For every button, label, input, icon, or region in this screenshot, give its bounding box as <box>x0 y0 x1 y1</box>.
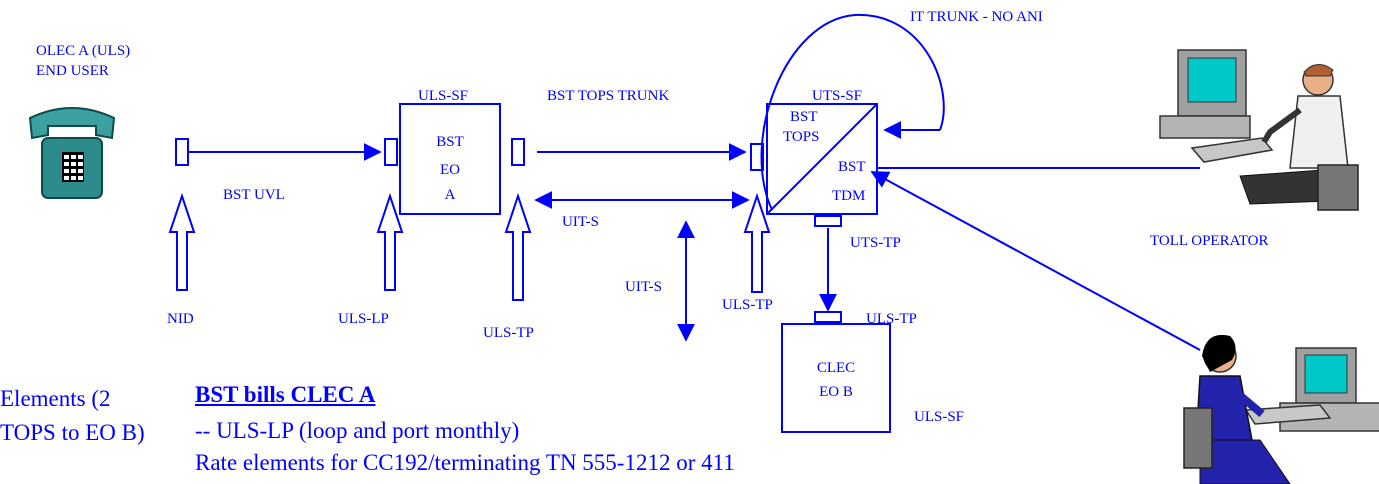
uls-lp-label: ULS-LP <box>338 310 389 328</box>
uls-tp-box-right <box>815 312 841 322</box>
bst-eo-a-label-2: EO <box>420 159 480 181</box>
elements-note-line2: TOPS to EO B) <box>0 420 145 446</box>
clec-label-2: EO B <box>796 381 876 403</box>
tdm-label-2: TDM <box>832 187 865 205</box>
nid-label: NID <box>167 310 194 328</box>
it-trunk-label: IT TRUNK - NO ANI <box>910 8 1043 26</box>
male-operator-icon <box>1160 50 1358 210</box>
bst-tops-trunk-label: BST TOPS TRUNK <box>547 87 669 105</box>
clec-label-1: CLEC <box>796 357 876 379</box>
telephone-icon <box>30 108 114 198</box>
bst-eo-a-label-3: A <box>420 184 480 206</box>
uit-s-vertical-label: UIT-S <box>625 278 662 296</box>
uts-sf-label: UTS-SF <box>812 87 862 105</box>
nid-pointer-arrow <box>170 196 194 290</box>
uls-lp-pointer-arrow <box>378 196 402 290</box>
elements-note-line1: Elements (2 <box>0 386 111 412</box>
uit-s-horizontal-label: UIT-S <box>562 213 599 231</box>
tdm-label-1: BST <box>838 158 866 176</box>
bst-eo-a-label-1: BST <box>420 131 480 153</box>
nid-box <box>176 139 188 165</box>
olec-a-label: OLEC A (ULS) <box>36 42 130 60</box>
female-operator-icon <box>1184 335 1379 484</box>
tops-label-2: TOPS <box>783 128 819 146</box>
billing-title: BST bills CLEC A <box>195 382 375 408</box>
uls-tp-left-label: ULS-TP <box>483 324 534 342</box>
uls-lp-box <box>385 139 397 165</box>
uts-tp-label: UTS-TP <box>850 234 901 252</box>
uls-tp-mid-pointer-arrow <box>745 196 769 292</box>
uls-sf-top-label: ULS-SF <box>418 87 468 105</box>
uls-tp-right-label: ULS-TP <box>866 310 917 328</box>
end-user-label: END USER <box>36 62 109 80</box>
billing-line-1: -- ULS-LP (loop and port monthly) <box>195 418 519 444</box>
uls-sf-right-label: ULS-SF <box>914 408 964 426</box>
uls-tp-left-pointer-arrow <box>506 196 530 300</box>
tops-label-1: BST <box>790 108 818 126</box>
female-operator-link <box>872 172 1200 350</box>
uls-tp-box-left <box>512 139 524 165</box>
uls-tp-mid-label: ULS-TP <box>722 296 773 314</box>
bst-uvl-label: BST UVL <box>223 186 285 204</box>
toll-operator-label: TOLL OPERATOR <box>1150 232 1268 250</box>
uts-tp-box <box>815 216 841 226</box>
billing-line-2: Rate elements for CC192/terminating TN 5… <box>195 450 735 476</box>
